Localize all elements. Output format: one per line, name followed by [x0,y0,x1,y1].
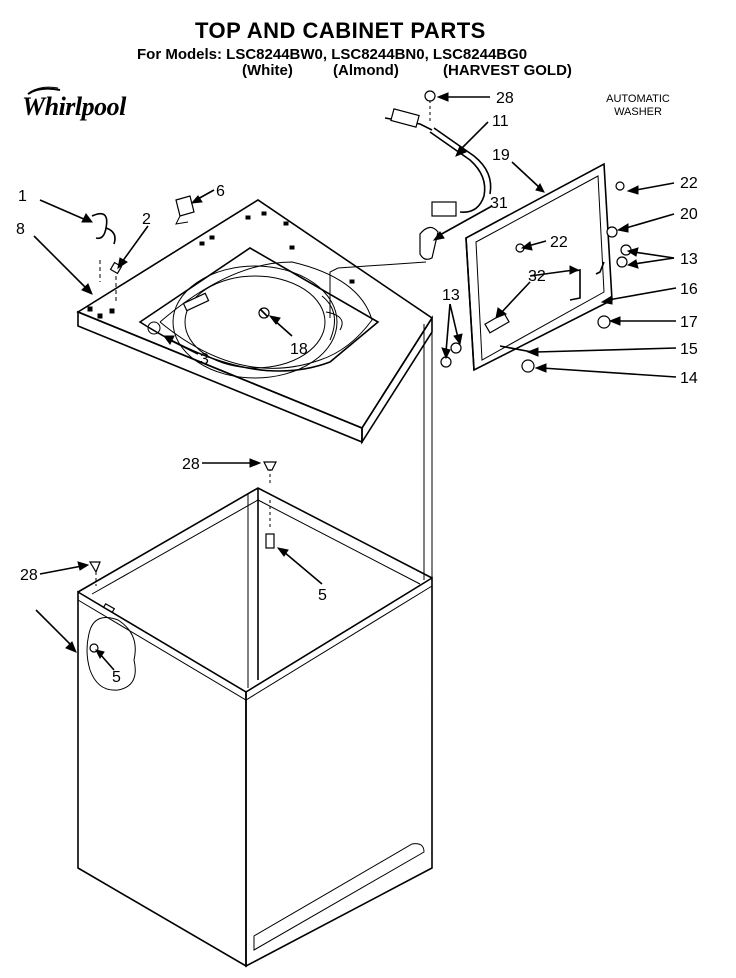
callout-13-left: 13 [441,287,463,360]
switch-wire [329,267,339,318]
hinge-spring-drawing [91,212,116,282]
models-line: For Models: LSC8244BW0, LSC8244BN0, LSC8… [137,46,528,63]
callout-label: 19 [492,147,510,164]
product-type: AUTOMATIC WASHER [590,93,686,119]
product-type-line-1: AUTOMATIC [606,93,670,105]
hinge-clip-drawing [109,261,123,302]
callout-22-right: 22 [626,175,698,195]
logo-swoosh-icon [27,86,61,95]
callout-15: 15 [526,341,698,358]
callout-3-left: 28 [20,561,90,584]
callout-label: 5 [112,669,121,686]
brand-name: Whirlpool [22,92,126,121]
product-type-line-2: WASHER [614,106,662,118]
callout-5 [35,609,77,653]
callout-label: 17 [680,314,698,331]
callout-22-left: 22 [520,234,568,251]
callout-label: 11 [492,113,509,130]
callout-label: 8 [16,221,25,238]
callout-label: 20 [680,206,698,223]
callout-31: 6 [190,183,225,204]
callout-label: 14 [680,370,698,387]
callout-label: 15 [680,341,698,358]
callout-1: 2 [117,211,151,270]
variant-white: (White) [242,62,293,79]
power-cord-drawing [384,90,492,217]
callout-6: 1 [18,188,93,223]
callout-17-upper: 17 [608,314,698,331]
callout-label: 32 [528,268,546,285]
callout-28-cabinet: 5 [95,649,121,686]
callout-label: 28 [20,567,38,584]
callout-32: 31 [432,195,508,241]
callout-3-top: 28 [182,456,262,473]
brand-logo: Whirlpool [20,86,150,126]
callout-label: 13 [680,251,698,268]
callout-13-right: 13 [626,247,698,269]
callout-19: 19 [492,147,545,193]
callout-label: 16 [680,281,698,298]
variant-almond: (Almond) [333,62,399,79]
callout-label: 3 [200,351,209,368]
callout-28-mid: 5 [276,547,327,604]
clip-31-drawing [175,195,195,225]
callout-18: 3 [163,335,209,368]
callout-label: 1 [18,188,27,205]
callout-label: 6 [216,183,225,200]
switch-actuator-drawing [419,226,439,260]
switch-lead [337,261,427,269]
callout-16: 16 [600,281,698,305]
callout-label: 31 [490,195,508,212]
callout-17-lower: 14 [534,363,698,387]
page-title: TOP AND CABINET PARTS [195,18,486,43]
top-screw-drawing [258,307,270,319]
callout-14: 32 [495,265,580,319]
cabinet-drawing [77,318,433,968]
callout-8: 18 [268,315,308,358]
callout-20: 20 [616,206,698,233]
callout-label: 22 [680,175,698,192]
callout-28-top: 28 [436,90,514,107]
callout-label: 18 [290,341,308,358]
callout-label: 28 [496,90,514,107]
callout-2: 8 [16,221,93,295]
top-panel-drawing [76,199,434,445]
callout-label: 22 [550,234,568,251]
variant-harvest-gold: (HARVEST GOLD) [443,62,572,79]
callout-11: 11 [455,113,509,157]
callout-label: 5 [318,587,327,604]
callout-label: 28 [182,456,200,473]
callout-label: 13 [442,287,460,304]
callout-label: 2 [142,211,151,228]
